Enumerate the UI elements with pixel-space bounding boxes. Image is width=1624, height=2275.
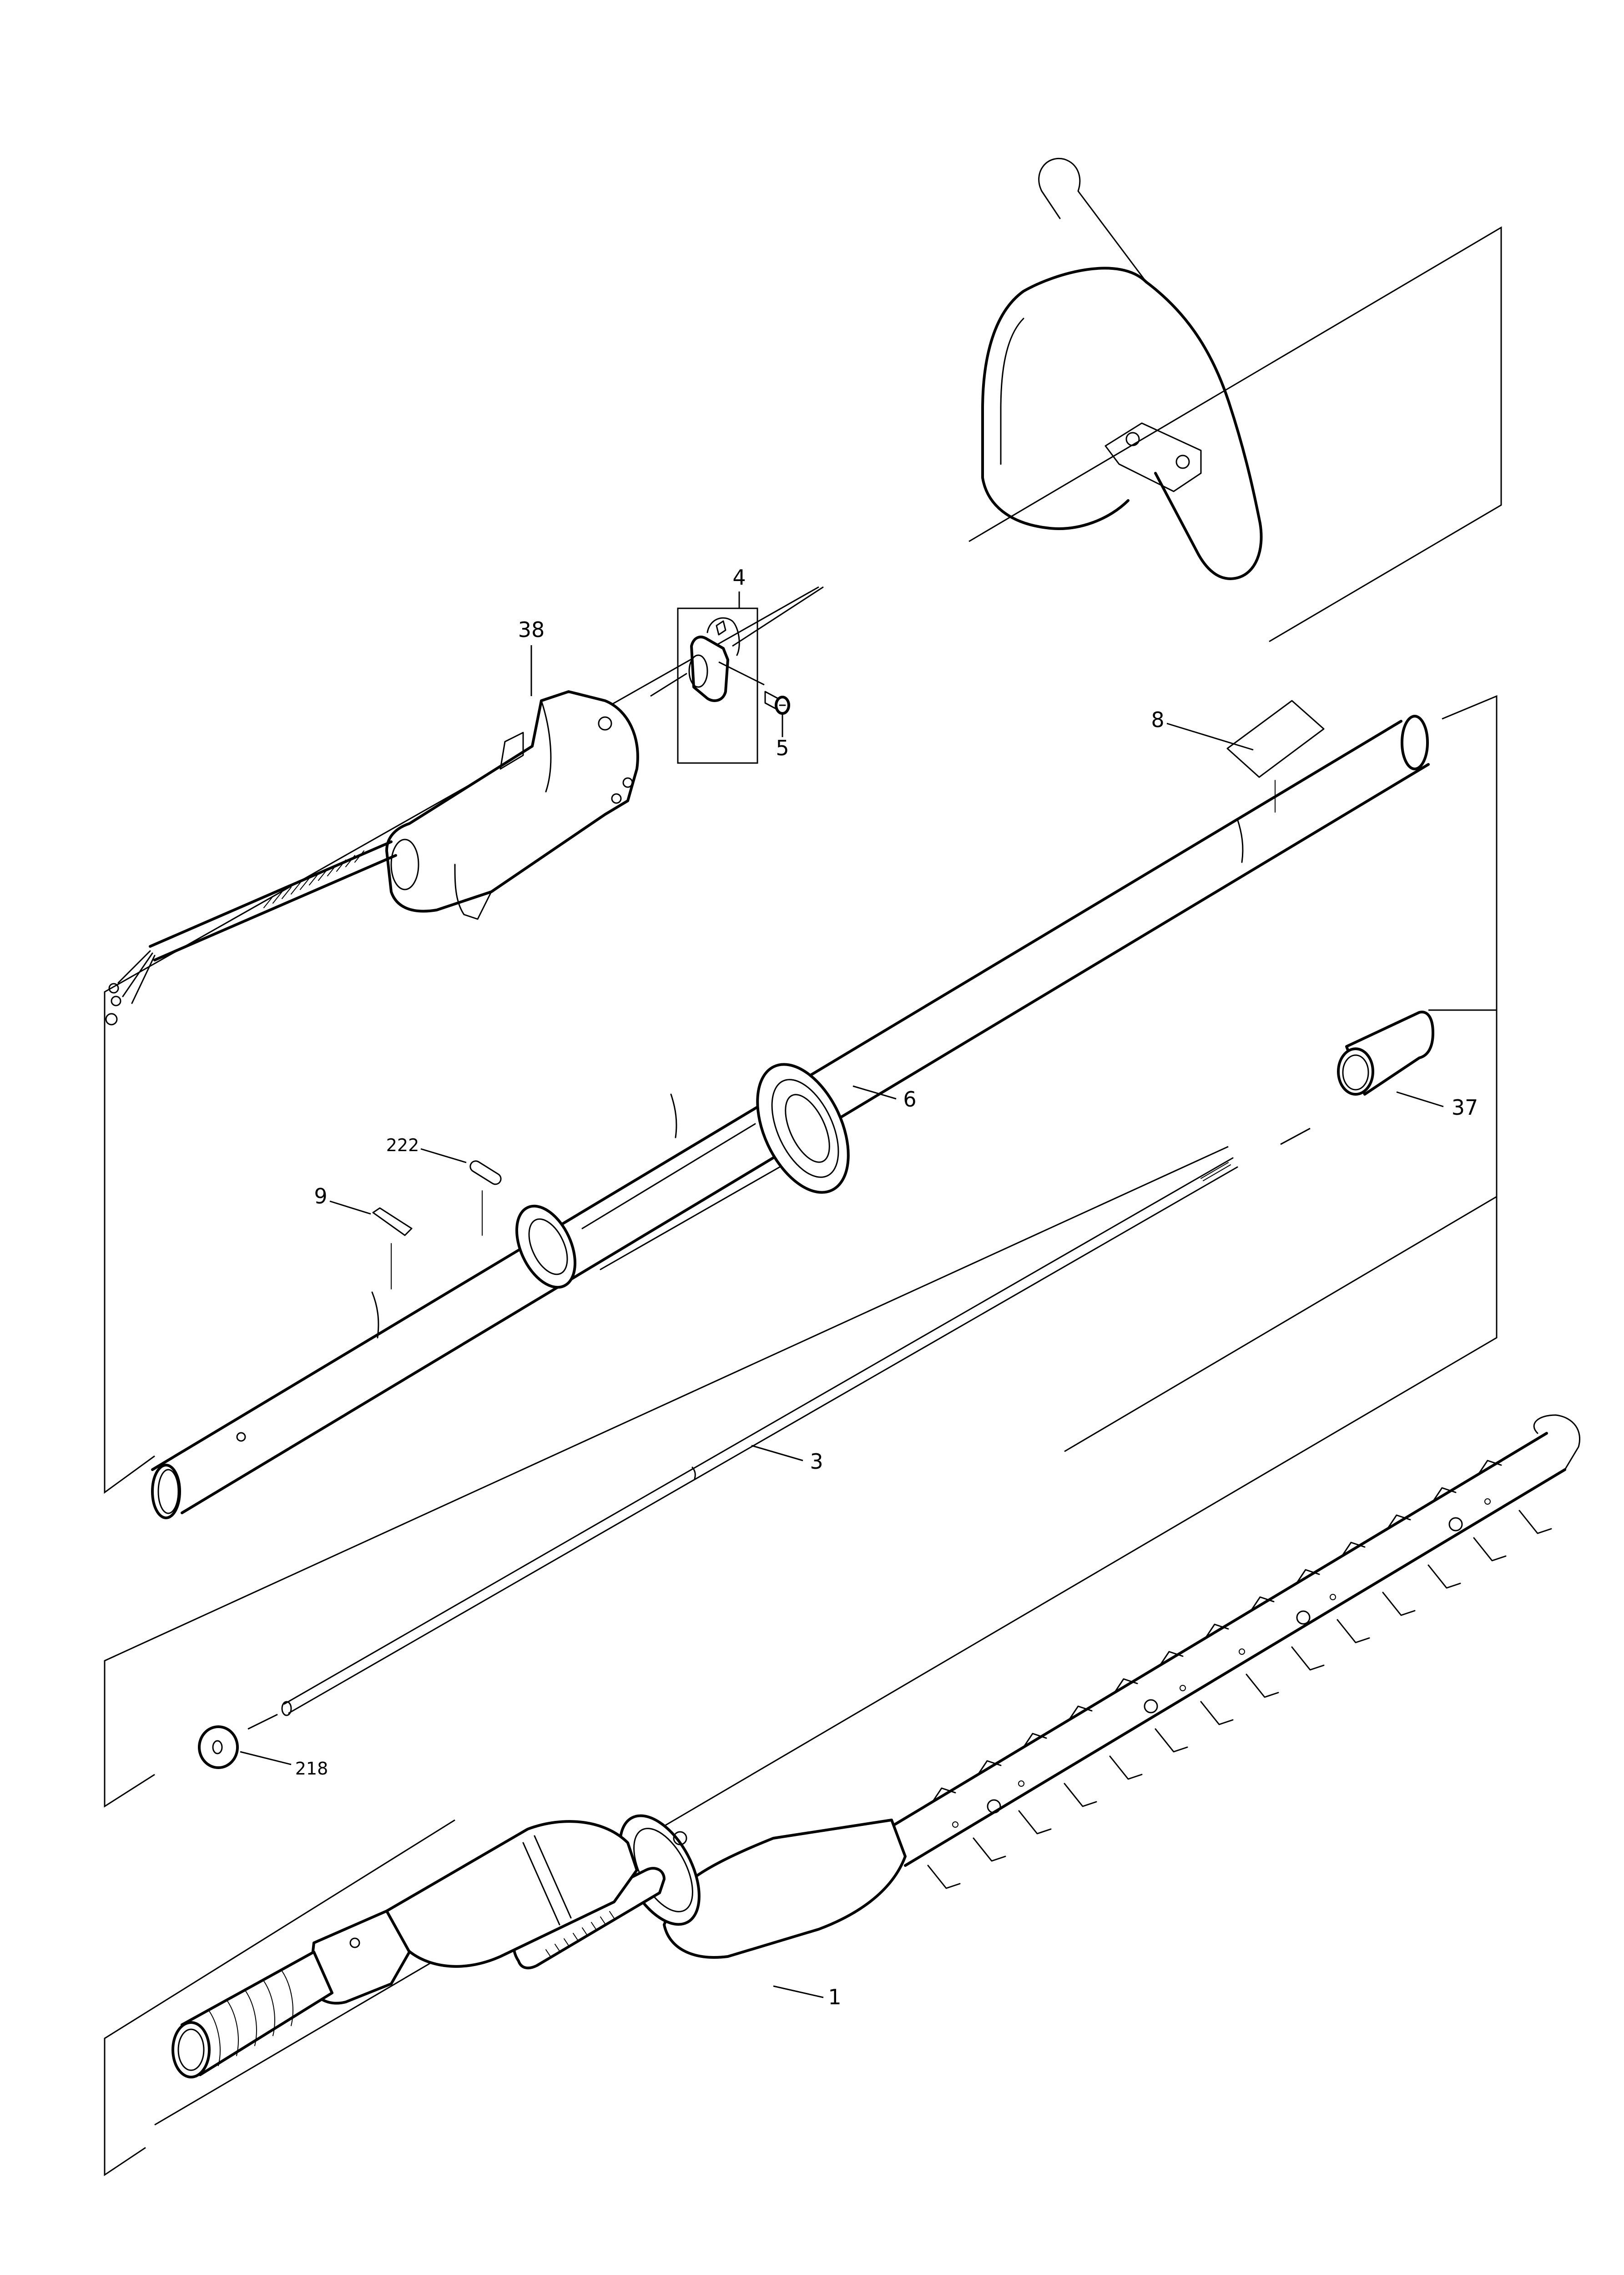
part-38-rear-grip	[385, 690, 639, 920]
callout-218: 218	[295, 1759, 328, 1779]
callout-222: 222	[386, 1135, 419, 1155]
panel-frame-top	[968, 226, 1502, 642]
part-37-sleeve	[1280, 1011, 1444, 1145]
part-218-washer	[198, 1714, 292, 1769]
callout-5: 5	[776, 736, 789, 760]
callout-4: 4	[732, 565, 746, 590]
callout-6: 6	[903, 1087, 916, 1112]
callout-9: 9	[314, 1184, 327, 1208]
callout-labels: 38 4 5 8 6 222 9 37 3 218 1	[295, 565, 1478, 2009]
part-8-label	[1166, 700, 1325, 813]
part-6-leader	[852, 1085, 897, 1100]
part-5-screw	[764, 691, 790, 715]
part-1-hedge-trimmer-head	[171, 1414, 1581, 2078]
callout-38: 38	[518, 617, 545, 642]
panel-frame-shaft	[104, 1009, 1498, 2126]
tube-grip-sleeve	[581, 1123, 792, 1270]
panel-frame-bottom	[104, 1819, 455, 2176]
part-222-pin	[420, 1148, 502, 1236]
part-3-drive-shaft	[281, 1157, 1238, 1716]
panel-frame-tube	[104, 586, 1498, 1494]
callout-8: 8	[1151, 708, 1164, 732]
callout-37: 37	[1452, 1095, 1478, 1120]
part-4-clamp-box	[650, 586, 824, 764]
callout-1: 1	[828, 1985, 841, 2009]
grip-flange-large	[756, 1063, 850, 1194]
loop-handle	[981, 158, 1263, 580]
callout-3: 3	[810, 1449, 823, 1474]
wire-harness	[105, 840, 397, 1026]
part-9-label	[329, 1200, 413, 1289]
grip-flange-small	[515, 1204, 577, 1289]
